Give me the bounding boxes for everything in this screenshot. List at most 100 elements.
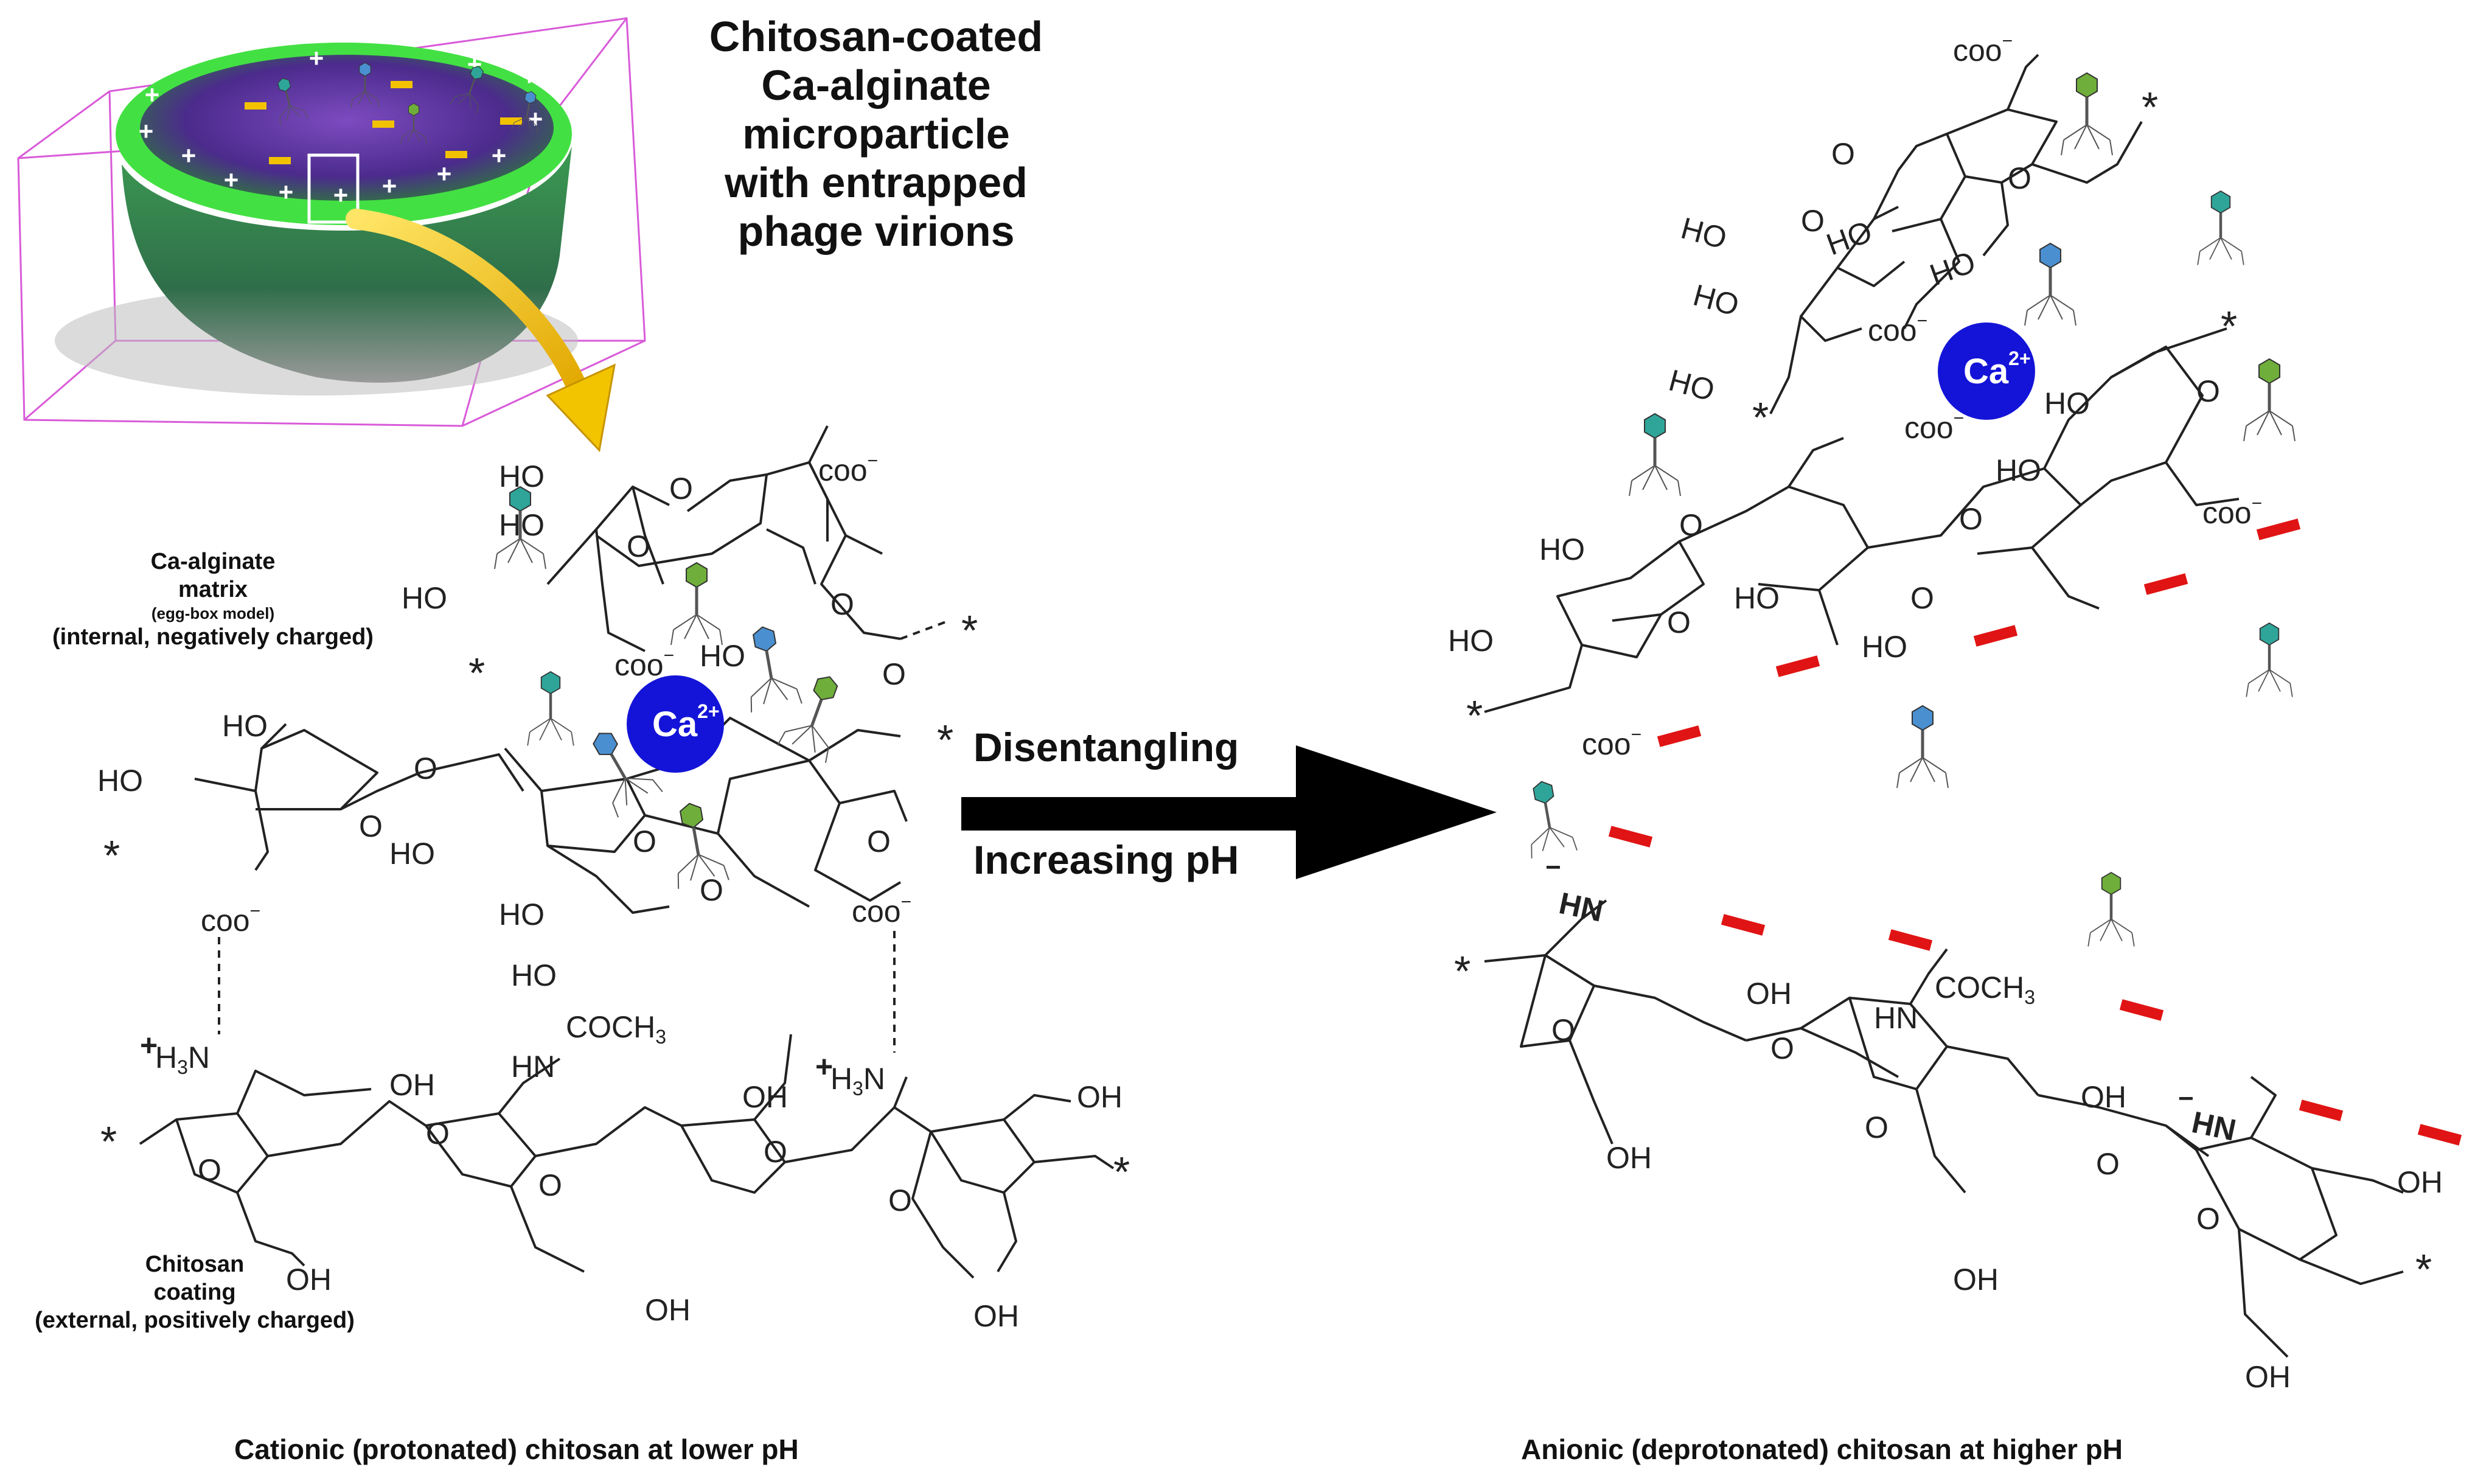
chain-end-label: * [2142,83,2158,131]
arrow-top-label: Disentangling [973,725,1239,770]
hydroxyl-label: HO [499,897,545,932]
ring-oxygen-label: O [627,529,650,563]
positive-charge: + [175,38,190,66]
zoom-box [307,153,360,224]
phage-icon [2087,871,2135,947]
positive-charge: + [528,105,543,133]
phage-icon [450,66,484,114]
protonated-amine-label: H3N [155,1040,210,1078]
positive-charge: + [479,32,495,60]
carboxylate-label: coo− [614,646,674,682]
hydroxyl-label: OH [973,1299,1019,1333]
chain-end-label: * [1466,692,1483,739]
chain-end-label: * [937,716,953,764]
carboxylate-label: coo− [1904,408,1964,445]
ring-oxygen-label: O [2196,1202,2220,1236]
phage-icon [1531,781,1578,859]
particle-phages [277,62,538,145]
phage-icon [670,562,723,646]
phage-icon [350,62,380,108]
positive-charge: + [419,19,434,48]
phage-icon [2197,190,2244,265]
hydroxyl-label: HO [1734,581,1780,615]
negative-charge-bar [2417,1124,2462,1146]
negative-charge-bar [2256,518,2301,540]
negative-charge-bar [2119,999,2164,1021]
ring-oxygen-label: O [1831,137,1855,171]
chain-end-label: * [103,832,120,879]
hydroxyl-label: HO [1677,211,1730,256]
chain-end-label: * [1752,394,1769,441]
ring-oxygen-label: O [426,1116,450,1151]
ring-oxygen-label: O [1667,605,1691,639]
ring-oxygen-label: O [1959,502,1983,536]
negative-charge [372,120,394,128]
phage-icon [2243,358,2296,442]
ring-oxygen-label: O [2008,161,2031,195]
carboxylate-label: coo− [1582,725,1641,761]
hydroxyl-label: OH [2397,1165,2443,1199]
right-caption: Anionic (deprotonated) chitosan at highe… [1521,1433,2123,1465]
amide-label: HN [1874,1001,1918,1035]
arrow-bottom-label: Increasing pH [973,837,1239,882]
hydroxyl-label: OH [1953,1263,1999,1297]
phage-icon [527,671,574,746]
phage-icon [593,733,663,818]
hydroxyl-label: OH [2081,1080,2126,1114]
negative-charge [500,117,522,125]
ring-oxygen-label: O [359,809,383,843]
plus-charge: + [815,1050,833,1084]
ring-oxygen-label: O [198,1153,221,1187]
hydroxyl-label: HO [389,837,435,871]
negative-charge-bar [1973,625,2018,647]
deprotonated-amine-label: HN [2189,1105,2239,1148]
negative-charge [445,151,467,158]
phage-icon [777,676,838,763]
protonated-amine-label: H3N [830,1062,885,1099]
carboxylate-label: coo− [1868,311,1927,347]
negative-charge-bar [2143,573,2188,595]
phage-icon [1896,705,1949,789]
carboxylate-label: coo− [2202,493,2262,530]
carboxylate-label: coo− [1953,31,2013,68]
hydroxyl-label: HO [1690,278,1742,323]
ring-oxygen-label: O [700,873,723,907]
phage-icon [494,486,546,570]
negative-charge-bar [2299,1099,2344,1121]
deprotonated-amine-label: HN [1556,886,1606,928]
alginate-label-line2: matrix [178,577,248,602]
hydroxyl-label: OH [286,1263,332,1297]
ring-oxygen-label: O [414,751,437,786]
positive-charge: + [139,117,154,145]
minus-charge: − [2178,1084,2194,1113]
negative-charge-bar [1657,725,1702,747]
hydroxyl-label: OH [389,1068,435,1102]
hydroxyl-label: OH [645,1293,691,1327]
hydroxyl-label: HO [1996,453,2041,487]
ring-oxygen-label: O [538,1168,562,1202]
hydroxyl-label: HO [2044,386,2090,420]
plus-charge: + [140,1028,158,1062]
particle-title-line: with entrapped [725,159,1028,206]
positive-charge: + [145,80,160,109]
phage-icon [2061,72,2113,156]
chitosan-coating-label: Chitosan coating (external, positively c… [0,1250,389,1334]
alginate-matrix-label: Ca-alginate matrix (egg-box model) (inte… [6,548,420,651]
positive-charge: + [522,62,537,91]
positive-charge: + [358,13,373,42]
phage-icon [1629,413,1681,496]
carboxylate-label: coo− [201,901,260,938]
negative-charge [391,81,412,88]
calcium-ion: Ca2+ [1938,322,2035,420]
hydroxyl-label: HO [222,709,268,743]
hydroxyl-label: OH [2245,1360,2291,1394]
positive-charge: + [297,16,312,45]
negative-charge-bars [1608,518,2462,1146]
chain-end-label: * [100,1118,117,1165]
negative-charge-bar [1721,914,1766,936]
chain-end-label: * [1113,1148,1130,1196]
hydroxyl-label: HO [1926,245,1980,292]
ring-oxygen-label: O [888,1183,912,1218]
positive-charge: + [333,181,349,209]
